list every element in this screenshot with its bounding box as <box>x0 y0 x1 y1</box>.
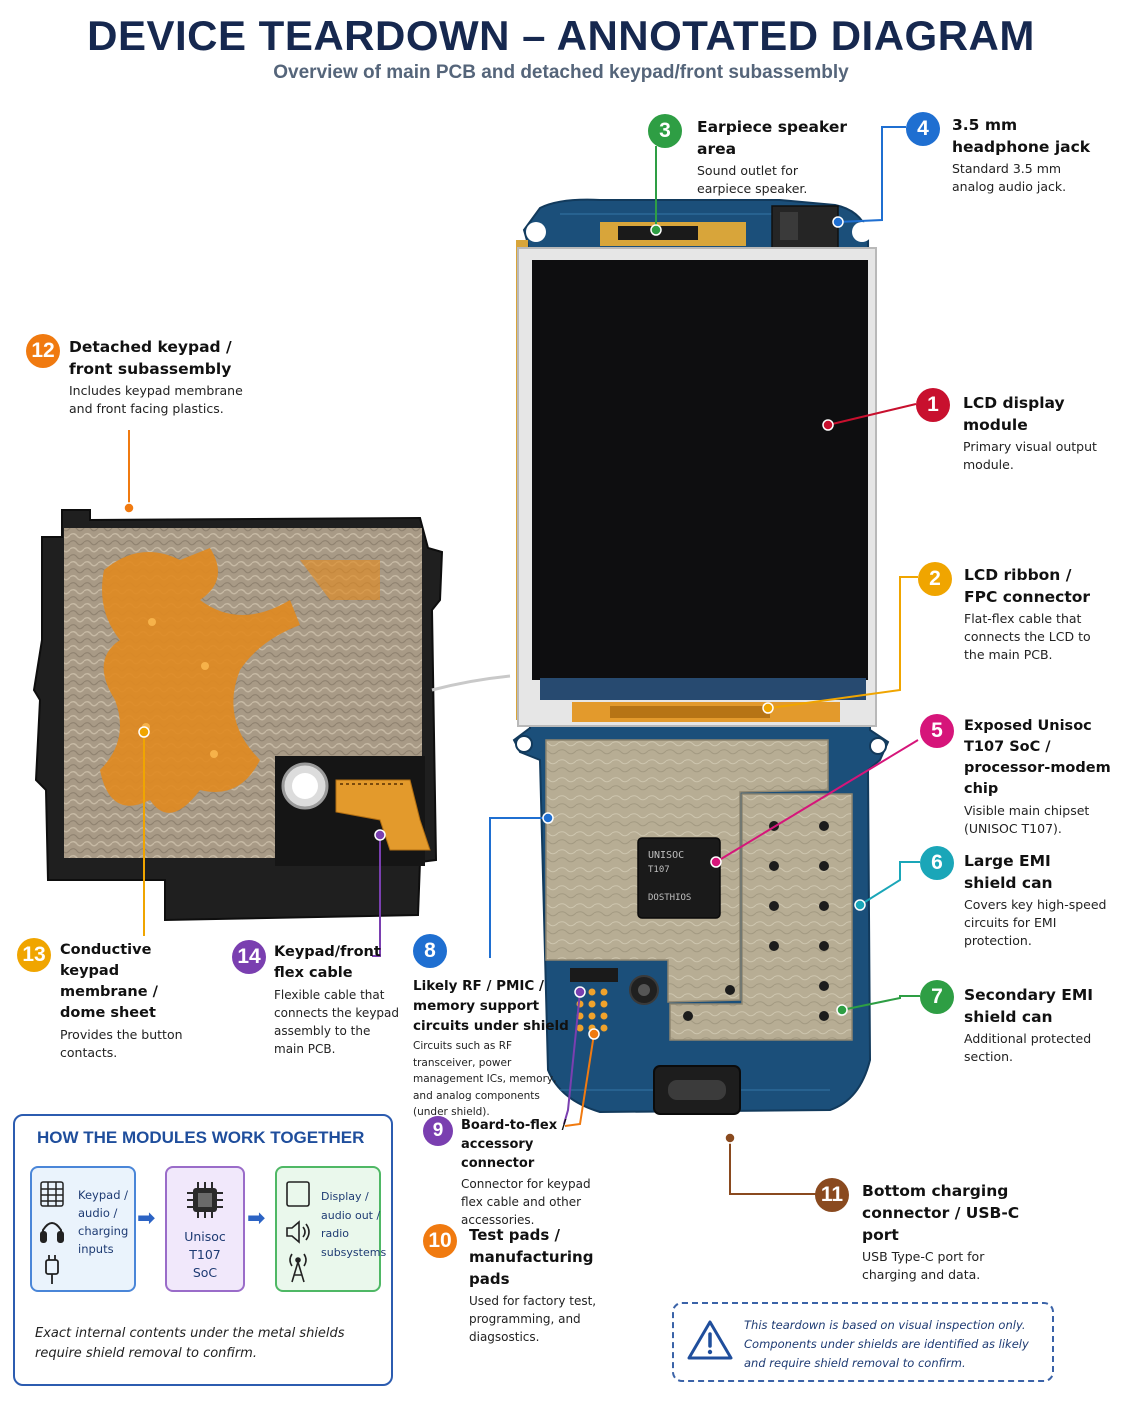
soc-label: Unisoc T107 SoC <box>184 1229 226 1280</box>
callout-title: Secondary EMI shield can <box>964 986 1094 1026</box>
callout-title: Large EMI shield can <box>964 852 1053 892</box>
arrow-right-icon: ➡ <box>247 1206 266 1231</box>
callout-badge: 6 <box>920 846 954 880</box>
how-modules-work-panel: HOW THE MODULES WORK TOGETHER Keypad / a… <box>13 1114 393 1386</box>
callout-2-lcd-ribbon: 2 LCD ribbon / FPC connector Flat-flex c… <box>918 562 1122 664</box>
callout-desc: Primary visual output module. <box>963 439 1097 472</box>
disclaimer-box: This teardown is based on visual inspect… <box>672 1302 1054 1382</box>
callout-desc: Includes keypad membrane and front facin… <box>69 383 243 416</box>
callout-desc: Standard 3.5 mm analog audio jack. <box>952 161 1067 194</box>
callout-14-keypad-flex-cable: 14 Keypad/front flex cable Flexible cabl… <box>232 938 402 1058</box>
warning-icon <box>687 1320 733 1360</box>
how-panel-title: HOW THE MODULES WORK TOGETHER <box>37 1128 365 1147</box>
callout-9-board-to-flex: 9 Board-to-flex / accessory connector Co… <box>423 1114 603 1229</box>
callout-desc: USB Type-C port for charging and data. <box>862 1249 985 1282</box>
chip-marking-line-2: T107 <box>648 865 670 875</box>
callout-title: Bottom charging connector / USB-C port <box>862 1182 1020 1244</box>
callout-title: LCD display module <box>963 394 1065 434</box>
callout-badge: 11 <box>815 1178 849 1212</box>
callout-13-keypad-membrane: 13 Conductive keypad membrane / dome she… <box>17 936 217 1062</box>
main-pcb: UNISOC T107 DOSTHIOS <box>512 198 890 1115</box>
inputs-module-box: Keypad / audio / charging inputs <box>30 1166 136 1292</box>
keypad-subassembly <box>32 509 511 922</box>
callout-title: Conductive keypad membrane / dome sheet <box>60 942 158 1021</box>
callout-title: Test pads / manufacturing pads <box>469 1226 594 1288</box>
callout-title: Earpiece speaker area <box>697 118 848 158</box>
callout-title: Detached keypad / front subassembly <box>69 338 232 378</box>
callout-desc: Sound outlet for earpiece speaker. <box>697 163 808 196</box>
callout-desc: Flat-flex cable that connects the LCD to… <box>964 611 1091 662</box>
callout-1-lcd-display: 1 LCD display module Primary visual outp… <box>916 388 1122 474</box>
callout-3-earpiece: 3 Earpiece speaker area Sound outlet for… <box>648 114 858 198</box>
inputs-label: Keypad / audio / charging inputs <box>78 1188 129 1256</box>
display-icon <box>286 1181 310 1207</box>
callout-badge: 13 <box>17 938 51 972</box>
callout-title: Exposed Unisoc T107 SoC / processor-mode… <box>964 718 1111 797</box>
soc-module-box: Unisoc T107 SoC <box>165 1166 245 1292</box>
callout-desc: Additional protected section. <box>964 1031 1092 1064</box>
callout-title: Likely RF / PMIC / memory support circui… <box>413 978 569 1034</box>
callout-badge: 8 <box>413 934 447 968</box>
callout-12-keypad-subassembly: 12 Detached keypad / front subassembly I… <box>26 334 266 418</box>
callout-desc: Connector for keypad flex cable and othe… <box>461 1177 591 1227</box>
callout-desc: Used for factory test, programming, and … <box>469 1294 597 1344</box>
speaker-icon <box>286 1220 310 1244</box>
callout-desc: Flexible cable that connects the keypad … <box>274 988 400 1056</box>
leader-lines <box>128 126 920 1195</box>
page-subtitle: Overview of main PCB and detached keypad… <box>273 62 849 83</box>
board-to-flex-connector <box>570 968 618 982</box>
callout-11-usb-c-port: 11 Bottom charging connector / USB-C por… <box>815 1178 1035 1284</box>
callout-4-headphone-jack: 4 3.5 mm headphone jack Standard 3.5 mm … <box>906 112 1116 196</box>
chip-icon <box>187 1182 223 1218</box>
callout-6-large-emi-shield: 6 Large EMI shield can Covers key high-s… <box>920 846 1120 950</box>
callout-title: LCD ribbon / FPC connector <box>964 566 1091 606</box>
callout-10-test-pads: 10 Test pads / manufacturing pads Used f… <box>423 1222 623 1346</box>
page-title: DEVICE TEARDOWN – ANNOTATED DIAGRAM <box>87 12 1035 59</box>
chip-marking-line-1: UNISOC <box>648 850 684 861</box>
keypad-icon <box>40 1181 64 1207</box>
callout-desc: Covers key high-speed circuits for EMI p… <box>964 897 1107 948</box>
callout-title: Board-to-flex / accessory connector <box>461 1118 567 1171</box>
arrow-right-icon: ➡ <box>137 1206 156 1231</box>
callout-badge: 12 <box>26 334 60 368</box>
callout-desc: Visible main chipset (UNISOC T107). <box>964 803 1090 836</box>
callout-5-soc: 5 Exposed Unisoc T107 SoC / processor-mo… <box>918 714 1122 838</box>
callout-badge: 10 <box>423 1224 457 1258</box>
callout-title: 3.5 mm headphone jack <box>952 116 1091 156</box>
callout-badge: 2 <box>918 562 952 596</box>
callout-badge: 14 <box>232 940 266 974</box>
callout-badge: 7 <box>920 980 954 1014</box>
callout-badge: 4 <box>906 112 940 146</box>
chip-marking-line-3: DOSTHIOS <box>648 893 691 903</box>
outputs-module-box: Display / audio out / radio subsystems <box>275 1166 386 1292</box>
callout-7-secondary-emi-shield: 7 Secondary EMI shield can Additional pr… <box>920 980 1120 1066</box>
callout-title: Keypad/front flex cable <box>274 944 381 981</box>
callout-badge: 3 <box>648 114 682 148</box>
disclaimer-text: This teardown is based on visual inspect… <box>744 1318 1029 1370</box>
outputs-label: Display / audio out / radio subsystems <box>321 1190 387 1259</box>
callout-badge: 5 <box>920 714 954 748</box>
leader-endpoints <box>123 216 866 1144</box>
callout-badge: 9 <box>423 1116 453 1146</box>
callout-8-rf-pmic: 8 Likely RF / PMIC / memory support circ… <box>413 934 573 1121</box>
headphones-icon <box>40 1222 64 1243</box>
lcd-screen <box>532 260 868 680</box>
antenna-icon <box>289 1253 307 1283</box>
soc-chip <box>637 837 721 919</box>
usb-plug-icon <box>45 1255 59 1284</box>
callout-desc: Circuits such as RF transceiver, power m… <box>413 1040 557 1118</box>
callout-badge: 1 <box>916 388 950 422</box>
callout-desc: Provides the button contacts. <box>60 1027 183 1060</box>
how-panel-note: Exact internal contents under the metal … <box>35 1326 345 1361</box>
